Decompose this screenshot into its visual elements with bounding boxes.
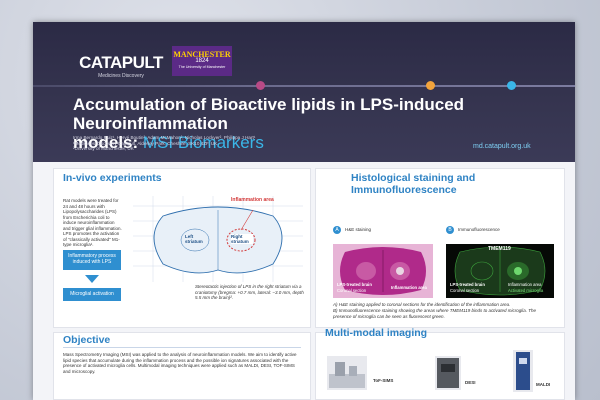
he-lps-label: LPS-treated brain: [337, 282, 372, 287]
desi-label: DESI: [465, 380, 476, 385]
tag-a: A: [333, 226, 341, 234]
maldi-machine-icon: [516, 352, 530, 390]
maldi-instrument-image: [513, 350, 533, 392]
header-divider: [33, 81, 575, 91]
left-striatum-label: Left striatum: [185, 234, 203, 244]
objective-title: Objective: [63, 334, 111, 346]
desi-instrument-image: [435, 356, 461, 390]
website-link[interactable]: md.catapult.org.uk: [473, 143, 531, 150]
divider-dot: [507, 81, 516, 90]
tmem119-label: TMEM119: [488, 246, 511, 252]
tag-b: B: [446, 226, 454, 234]
manchester-logo-sub: The University of Manchester: [178, 65, 226, 69]
flow-inflammatory-process: Inflammatory process induced with LPS: [63, 250, 121, 270]
poster-header: CATAPULT Medicines Discovery MANCHESTER …: [33, 22, 575, 162]
tofsims-label: ToF-SIMS: [373, 378, 394, 383]
catapult-logo: CATAPULT Medicines Discovery: [73, 53, 169, 79]
catapult-logo-word: CATAPULT: [79, 53, 163, 72]
objective-text: Mass Spectrometry Imaging (MSI) was appl…: [63, 352, 297, 374]
authors: Irma Bernardo Ruiz¹, Hervé Boutin², Adam…: [73, 135, 256, 140]
if-activated-label: Activated microglia: [508, 288, 544, 293]
he-label: H&E staining: [345, 227, 372, 232]
invivo-text: Rat models were treated for 24 and 48 ho…: [63, 198, 122, 247]
invivo-caption: Stereotactic injection of LPS in the rig…: [195, 284, 304, 300]
if-coronal-label: Coronal section: [450, 288, 480, 293]
manchester-logo: MANCHESTER 1824 The University of Manche…: [172, 46, 232, 76]
histo-title: Histological staining and Immunofluoresc…: [351, 172, 476, 196]
affiliation-1: ¹Medicines Discovery Catapult, Alderley …: [73, 140, 219, 146]
he-inflammation-label: Inflammation area: [391, 285, 427, 290]
maldi-label: MALDI: [536, 382, 551, 387]
tofsims-instrument-image: [327, 356, 367, 390]
title-line2-prefix: models:: [73, 133, 143, 152]
divider-dot: [256, 81, 265, 90]
invivo-title: In-vivo experiments: [63, 172, 162, 184]
author-block: Irma Bernardo Ruiz¹, Hervé Boutin², Adam…: [73, 135, 373, 152]
flow-microglial-activation: Microglial activation: [63, 288, 121, 301]
if-brain-section-icon: [446, 244, 554, 298]
inflammation-area-label: Inflammation area: [231, 197, 274, 203]
he-brain-section-icon: [333, 244, 433, 298]
title-line1: Accumulation of Bioactive lipids in LPS-…: [73, 95, 465, 133]
catapult-logo-sub: Medicines Discovery: [98, 73, 144, 79]
manchester-logo-year: 1824: [195, 58, 209, 64]
objective-divider: [63, 347, 301, 348]
if-stain-image: TMEM119 LPS-treated brain Coronal sectio…: [446, 244, 554, 298]
affiliation-2: ²University of Manchester, UK: [73, 146, 134, 152]
flow-arrow-icon: [85, 275, 99, 283]
objective-panel: [53, 332, 311, 400]
histo-caption-b: B) Immunofluorescence staining showing t…: [333, 308, 537, 319]
poster-title: Accumulation of Bioactive lipids in LPS-…: [73, 95, 553, 152]
divider-dot: [426, 81, 435, 90]
if-label: Immunofluorescence: [458, 227, 500, 232]
right-striatum-label: Right striatum: [231, 234, 253, 244]
brain-diagram: Inflammation area Left striatum Right st…: [133, 196, 303, 282]
desi-machine-icon: [437, 358, 459, 388]
if-inflammation-label: Inflammation area: [508, 282, 542, 287]
he-coronal-label: Coronal section: [337, 288, 367, 293]
brain-outline-icon: [133, 196, 303, 282]
histo-caption-a: A) H&E staining applied to coronal secti…: [333, 302, 511, 307]
if-lps-label: LPS-treated brain: [450, 282, 485, 287]
manchester-logo-word: MANCHESTER: [173, 50, 231, 59]
multimodal-title: Multi-modal imaging: [325, 327, 428, 339]
tofsims-machine-icon: [329, 362, 365, 388]
poster: CATAPULT Medicines Discovery MANCHESTER …: [33, 22, 575, 400]
title-highlight: MSI Biomarkers: [142, 133, 264, 152]
he-stain-image: LPS-treated brain Coronal section Inflam…: [333, 244, 433, 298]
